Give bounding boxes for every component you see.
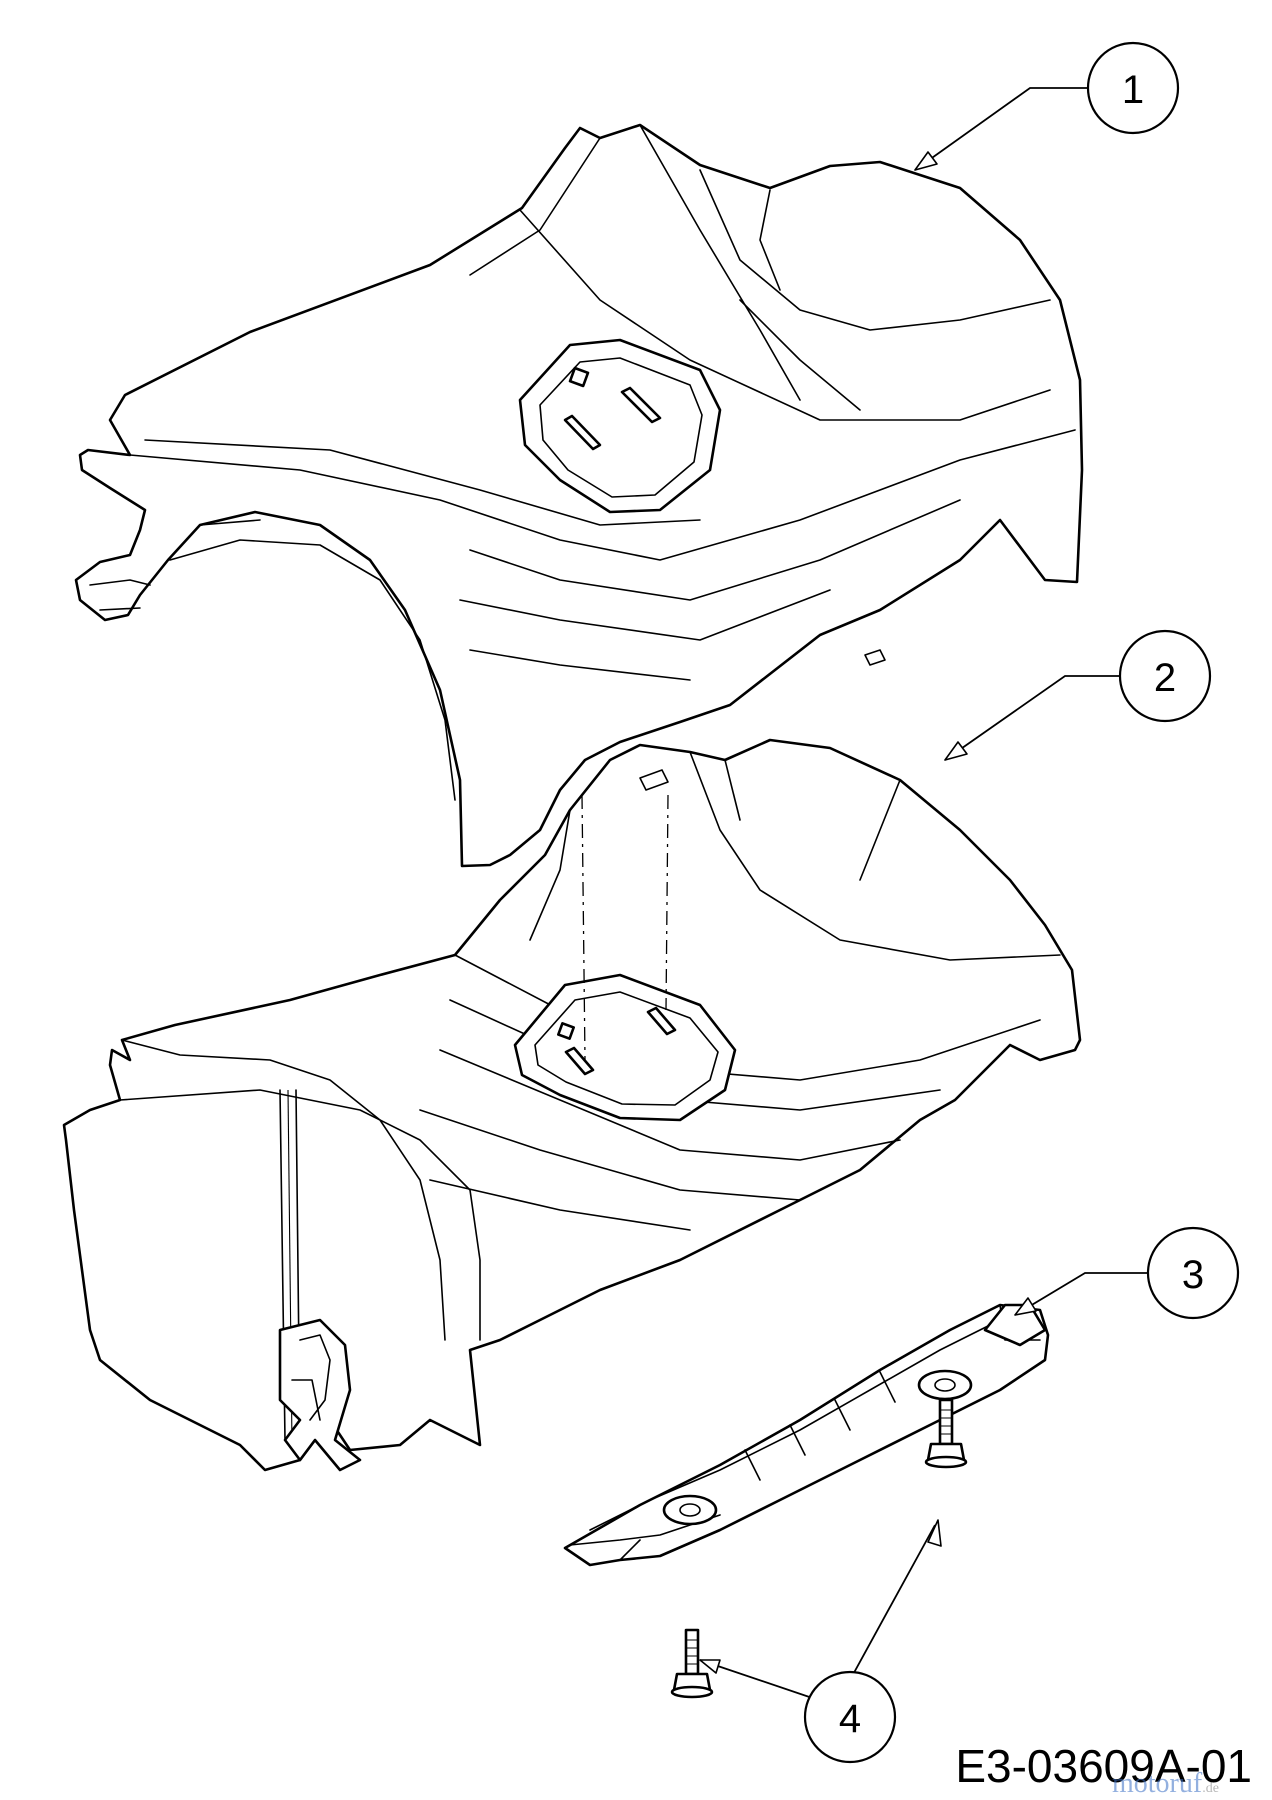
callout-1: 1	[1086, 41, 1180, 135]
arrowhead-4a	[927, 1519, 942, 1547]
callout-4: 4	[803, 1670, 897, 1764]
part-1-upper-cover	[74, 123, 1084, 868]
drawing-code: E3-03609A-01	[955, 1740, 1252, 1792]
svg-text:1: 1	[1122, 68, 1144, 112]
part-4-screw-lower	[670, 1628, 714, 1699]
leader-line-1	[914, 87, 1088, 171]
leader-line-3	[1014, 1272, 1148, 1316]
part-4-screw-upper	[924, 1398, 968, 1469]
watermark: motoruf.de	[1112, 1768, 1219, 1799]
svg-text:2: 2	[1154, 656, 1176, 700]
svg-text:3: 3	[1182, 1253, 1204, 1297]
arrowhead-4b	[699, 1659, 721, 1674]
arrowhead-1	[914, 151, 938, 171]
leader-line-4b	[699, 1659, 831, 1705]
svg-text:4: 4	[839, 1697, 861, 1741]
leader-line-2	[944, 675, 1120, 761]
arrowhead-3	[1014, 1297, 1037, 1316]
part-3-trim-bar	[563, 1303, 1050, 1567]
callout-2: 2	[1118, 629, 1212, 723]
leader-line-4a	[849, 1524, 936, 1681]
callout-3: 3	[1146, 1226, 1240, 1320]
alignment-line-right	[665, 794, 669, 1011]
arrowhead-2	[944, 741, 968, 761]
part-2-lower-cover	[62, 738, 1082, 1472]
